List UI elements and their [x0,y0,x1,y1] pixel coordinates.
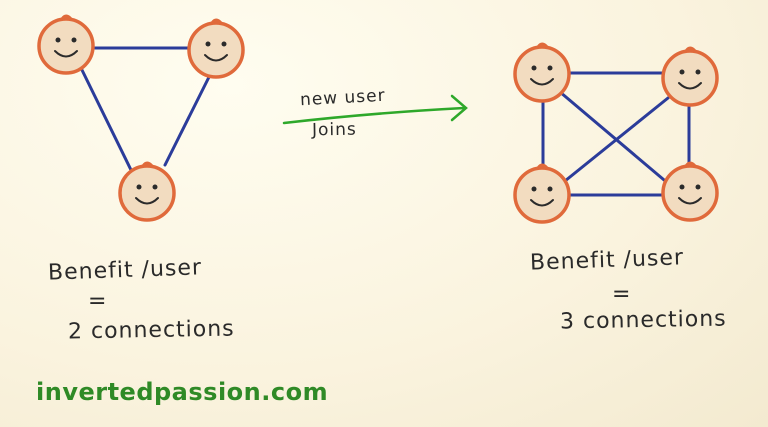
right-connections-label: 3 connections [559,306,727,335]
right-network-edges [541,71,691,197]
user-face-icon [661,46,719,107]
left-equals-sign: = [88,289,108,314]
arrow-head [450,94,468,122]
user-face-icon [513,163,571,224]
user-face-icon [118,161,176,222]
edge-right-cross-2 [558,96,670,187]
website-watermark: invertedpassion.com [36,378,329,406]
arrow-shaft [282,106,466,125]
user-face-icon [187,18,245,79]
left-network-edges [80,46,212,174]
edge-right-cross-1 [558,90,672,187]
left-connections-label: 2 connections [67,316,235,345]
edge-left-diagonal-right [163,73,212,167]
arrow-label-joins: Joins [311,119,357,141]
edge-left-diagonal-left [80,68,134,174]
user-face-icon [661,161,719,222]
user-face-icon [513,42,571,103]
right-equals-sign: = [612,282,632,307]
user-face-icon [37,14,95,75]
arrow-new-user-joins [282,94,468,125]
